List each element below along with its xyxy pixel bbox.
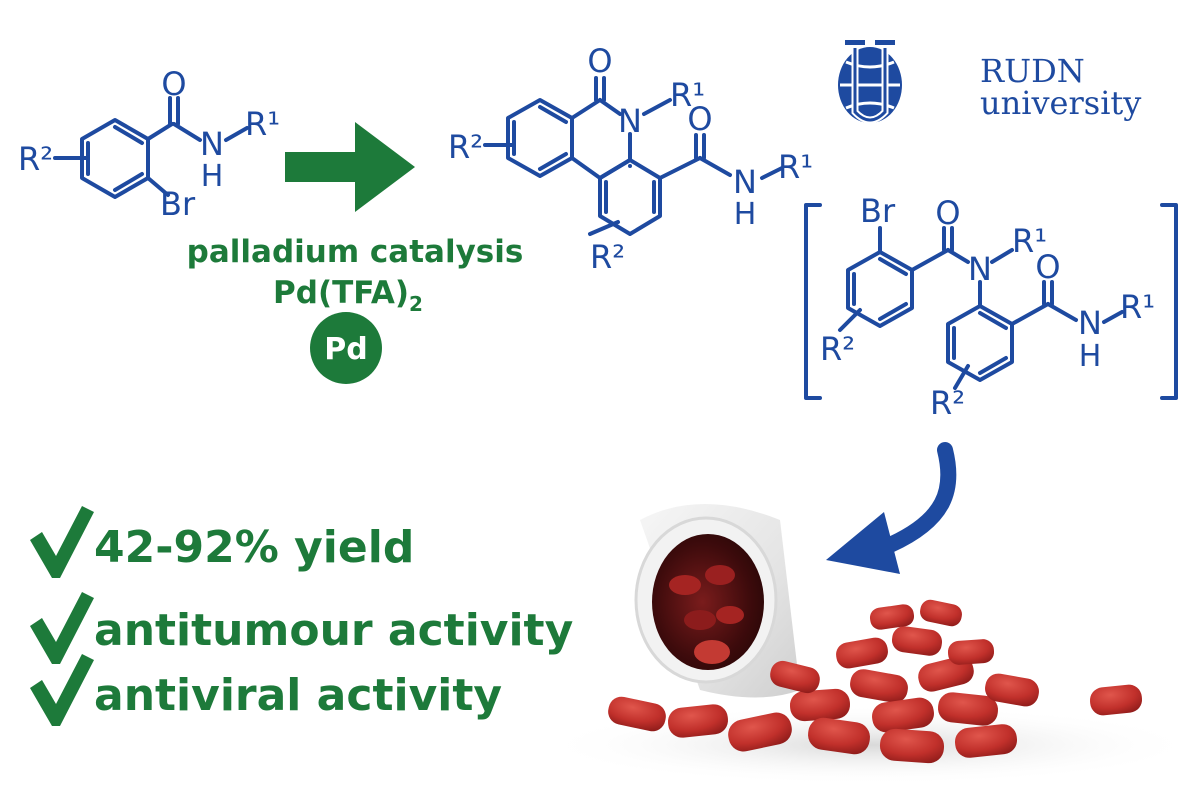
product-structure: O N R¹ R² R² O N H R¹ xyxy=(448,42,813,276)
pd-badge-label: Pd xyxy=(324,332,367,367)
intermediate-nitrogen2: N xyxy=(1078,304,1102,342)
feature-item: antiviral activity xyxy=(30,654,502,726)
intermediate-bromine: Br xyxy=(860,192,896,230)
intermediate-structure: Br O N R¹ R² O N H R¹ R² xyxy=(804,192,1178,422)
reactant-structure: O N H R¹ R² Br xyxy=(18,65,280,223)
checkmark-icon xyxy=(30,506,94,578)
reactant-r1: R¹ xyxy=(245,105,280,143)
product-r1: R¹ xyxy=(670,76,705,114)
product-amide-hydrogen: H xyxy=(734,197,757,232)
checkmark-icon xyxy=(30,654,94,726)
product-nitrogen: N xyxy=(618,102,642,140)
reactant-r2: R² xyxy=(18,140,53,178)
logo-name: RUDN xyxy=(980,52,1085,90)
product-r2-top: R² xyxy=(448,128,483,166)
conditions-reagent: Pd(TFA)2 xyxy=(273,275,423,316)
product-r2-bottom: R² xyxy=(590,238,625,276)
logo-subtitle: university xyxy=(980,84,1141,122)
pills-pile xyxy=(608,599,1143,764)
intermediate-r1-a: R¹ xyxy=(1012,222,1047,260)
intermediate-r1-b: R¹ xyxy=(1120,288,1155,326)
features-list: 42-92% yield antitumour activity antivir… xyxy=(30,506,573,726)
intermediate-oxygen2: O xyxy=(1035,248,1060,286)
intermediate-r2-b: R² xyxy=(930,384,965,422)
feature-item: 42-92% yield xyxy=(30,506,414,578)
intermediate-nitrogen1: N xyxy=(968,250,992,288)
pd-badge-circle xyxy=(310,312,382,384)
conditions-reagent-main: Pd(TFA) xyxy=(273,275,409,311)
feature-text: 42-92% yield xyxy=(94,522,414,573)
product-amide-r1: R¹ xyxy=(778,148,813,186)
feature-item: antitumour activity xyxy=(30,592,573,664)
intermediate-oxygen1: O xyxy=(935,194,960,232)
conditions-reagent-subscript: 2 xyxy=(409,292,423,316)
curved-arrow-icon xyxy=(826,442,957,574)
conditions-line1: palladium catalysis xyxy=(187,234,524,270)
reactant-oxygen: O xyxy=(161,65,186,103)
feature-text: antitumour activity xyxy=(94,605,573,656)
reactant-hydrogen: H xyxy=(201,159,224,194)
product-oxygen: O xyxy=(587,42,612,80)
reaction-arrow-icon xyxy=(285,122,415,212)
product-amide-oxygen: O xyxy=(687,100,712,138)
reactant-bromine: Br xyxy=(160,185,196,223)
rudn-emblem-icon xyxy=(838,40,902,124)
reactant-nitrogen: N xyxy=(200,125,224,163)
checkmark-icon xyxy=(30,592,94,664)
feature-text: antiviral activity xyxy=(94,670,502,721)
intermediate-r2-a: R² xyxy=(820,330,855,368)
intermediate-hydrogen: H xyxy=(1079,339,1102,374)
product-amide-nitrogen: N xyxy=(733,163,757,201)
rudn-logo: RUDN university xyxy=(838,40,1141,124)
